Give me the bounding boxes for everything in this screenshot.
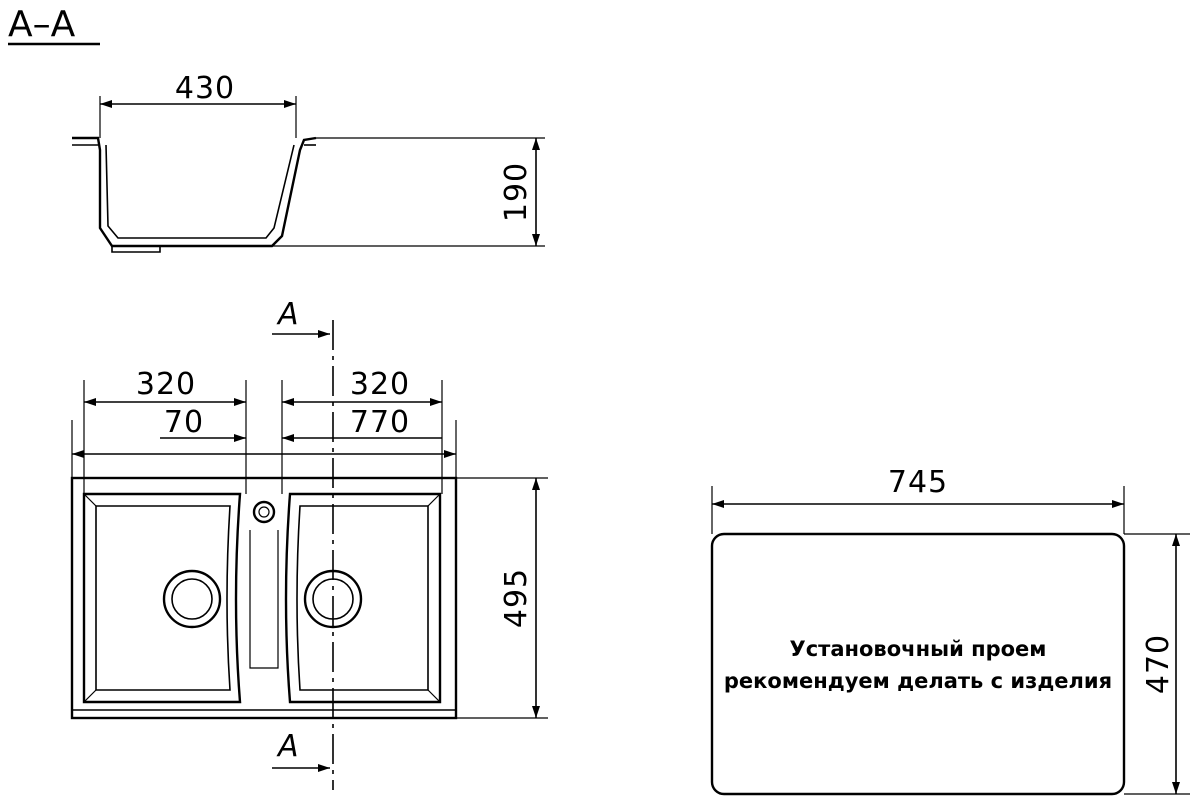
sink-outline [70, 476, 458, 720]
cutout-note-line1: Установочный проем [790, 637, 1047, 661]
section-title-text: A–A [8, 4, 76, 45]
dim-text-sink-depth: 495 [499, 568, 534, 628]
section-drain [111, 246, 161, 253]
plan-view: 320 320 70 770 495 [70, 367, 548, 720]
section-marker-top: A [276, 297, 299, 332]
dim-text-cutout-depth: 470 [1141, 634, 1176, 694]
dim-text-left-bowl: 320 [136, 367, 196, 402]
cutout-template: 745 470 Установочный проем рекомендуем д… [710, 465, 1190, 796]
dim-text-right-span: 770 [350, 405, 410, 440]
section-title: A–A [8, 4, 100, 46]
cutout-note-line2: рекомендуем делать с изделия [724, 669, 1112, 693]
section-outer-profile [72, 136, 317, 248]
dim-text-bowl-width: 430 [175, 71, 235, 106]
section-view: 430 190 [72, 71, 545, 253]
left-bowl-inner [95, 505, 231, 691]
dim-text-left-offset: 70 [164, 405, 204, 440]
divider-groove [249, 530, 279, 669]
dim-text-cutout-width: 745 [888, 465, 948, 500]
right-drain-icon [303, 569, 363, 629]
dim-text-bowl-depth: 190 [499, 162, 534, 222]
left-bowl [82, 492, 242, 704]
section-marker-bottom: A [276, 729, 299, 764]
left-drain-icon [162, 569, 222, 629]
cutout-outline [710, 532, 1126, 796]
tap-hole-icon [252, 500, 276, 524]
section-inner-wall [105, 144, 295, 239]
dim-text-right-bowl: 320 [350, 367, 410, 402]
left-bowl-outer [82, 492, 242, 704]
right-bowl-outer [284, 492, 442, 704]
section-cut-line: A A [272, 297, 334, 790]
right-bowl [284, 492, 442, 704]
right-bowl-inner [296, 505, 429, 691]
